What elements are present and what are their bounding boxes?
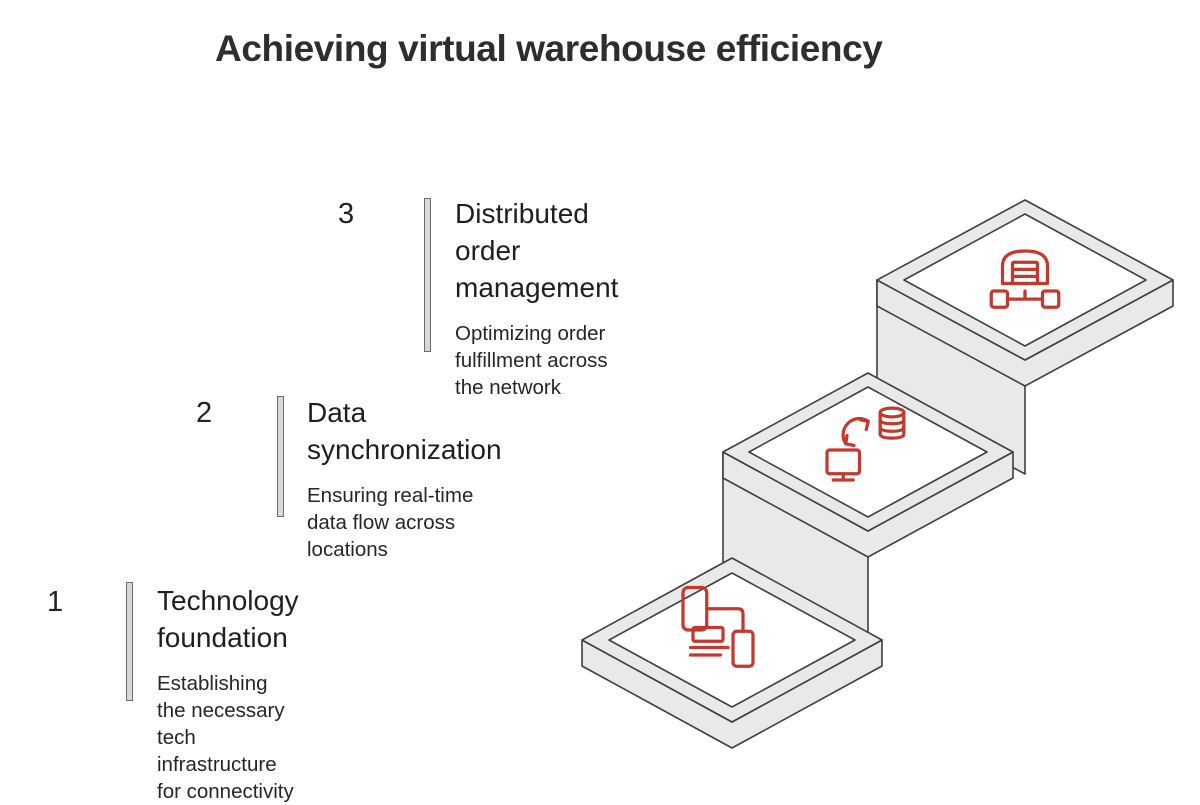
step-title: Data synchronization xyxy=(307,397,502,465)
connected-devices-icon xyxy=(681,585,755,668)
step-number: 3 xyxy=(338,198,355,230)
stair-step-2 xyxy=(722,372,1014,646)
step-divider-bar xyxy=(277,396,284,517)
step-number: 1 xyxy=(47,586,64,618)
step-number: 2 xyxy=(196,397,213,429)
step-description: Establishing the necessary tech infrastr… xyxy=(157,671,294,804)
step-description: Ensuring real-time data flow across loca… xyxy=(307,483,474,561)
step-texts: Data synchronization Ensuring real-time … xyxy=(307,395,502,563)
stair-step-3 xyxy=(876,199,1174,475)
step-divider-bar xyxy=(424,198,431,352)
step-title: Distributed order management xyxy=(455,198,619,303)
data-sync-icon xyxy=(825,406,906,482)
warehouse-icon xyxy=(989,249,1061,309)
stair-step-1 xyxy=(581,557,883,749)
step-texts: Distributed order management Optimizing … xyxy=(455,196,618,401)
step-divider-bar xyxy=(126,582,133,701)
step-texts: Technology foundation Establishing the n… xyxy=(157,583,299,805)
step3-top-surface xyxy=(903,213,1147,347)
diagram-title: Achieving virtual warehouse efficiency xyxy=(215,28,883,69)
step2-top-surface xyxy=(748,386,988,518)
step-title: Technology foundation xyxy=(157,585,299,653)
step-description: Optimizing order fulfillment across the … xyxy=(455,321,608,399)
